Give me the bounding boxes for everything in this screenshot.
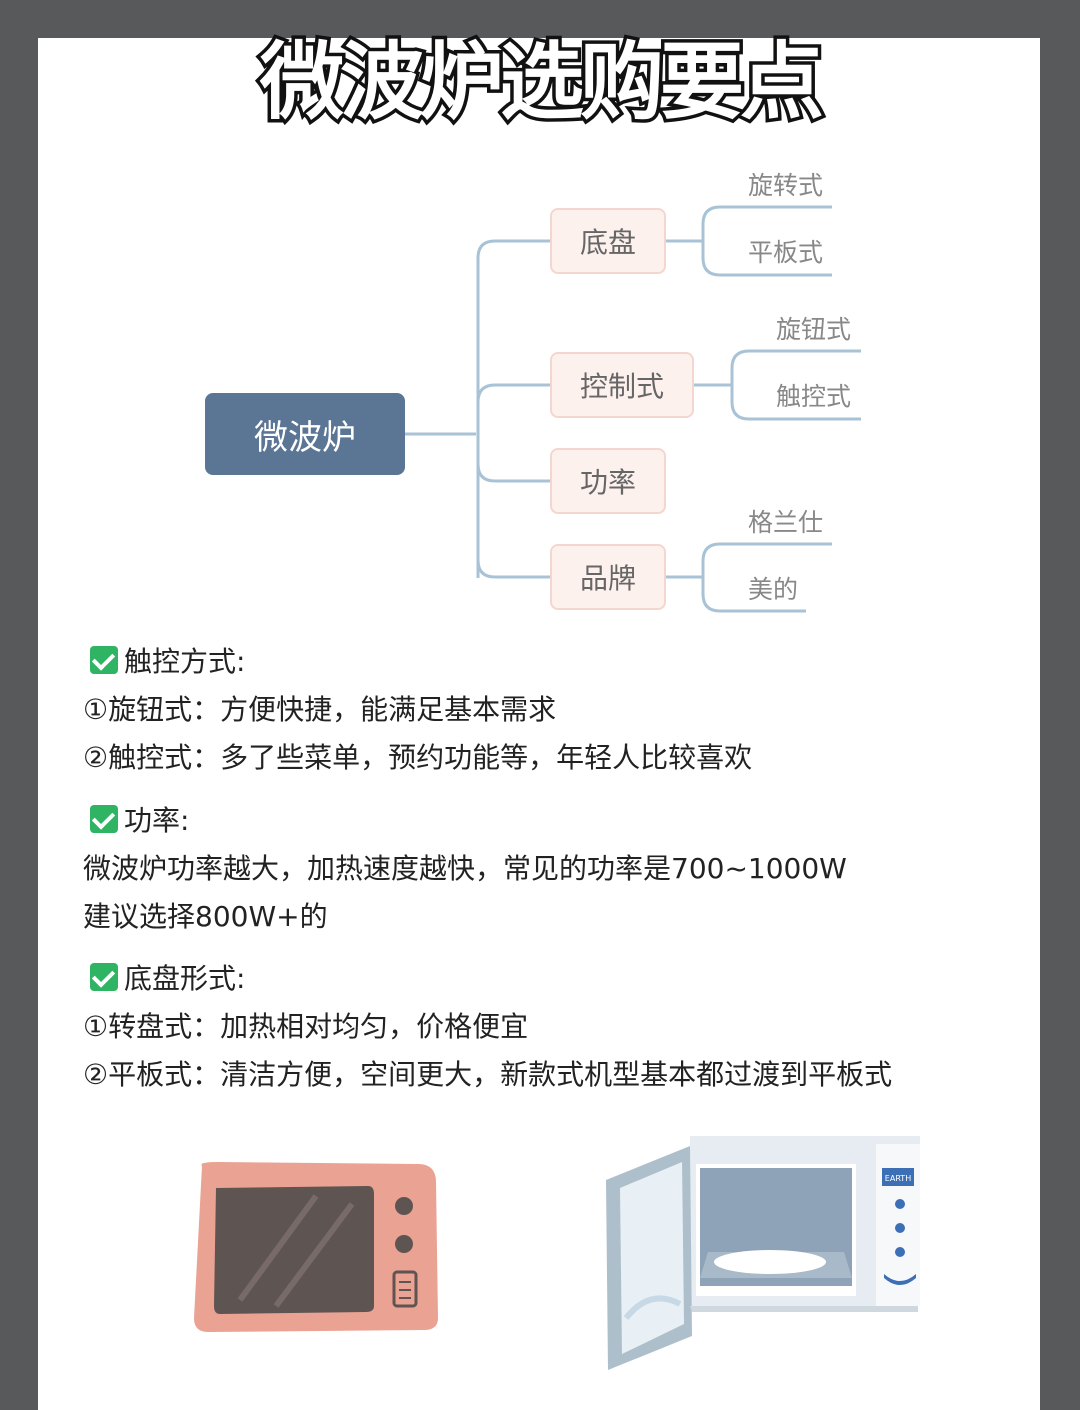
mindmap-leaf-midea: 美的 (748, 575, 799, 604)
section-heading-power: 功率: (90, 799, 189, 839)
page-title: 微波炉选购要点 (256, 33, 827, 131)
open-microwave-icon: EARTH (606, 1136, 920, 1370)
mindmap-node-chassis: 底盘 (550, 208, 666, 274)
mindmap-leaf-touch: 触控式 (776, 382, 852, 411)
checkbox-icon (90, 646, 118, 674)
mindmap-node-brand: 品牌 (550, 544, 666, 610)
pink-microwave-icon (194, 1162, 438, 1332)
mindmap-leaf-rotary: 旋转式 (748, 171, 824, 200)
mindmap-leaf-flat: 平板式 (748, 238, 824, 267)
section-line: ②触控式：多了些菜单，预约功能等，年轻人比较喜欢 (83, 741, 753, 774)
mindmap-node-control: 控制式 (550, 352, 694, 418)
section-line: ①旋钮式：方便快捷，能满足基本需求 (83, 693, 557, 726)
mindmap-root: 微波炉 (205, 393, 405, 475)
section-line: ②平板式：清洁方便，空间更大，新款式机型基本都过渡到平板式 (83, 1058, 893, 1091)
mindmap-leaf-knob: 旋钮式 (776, 315, 852, 344)
section-line: ①转盘式：加热相对均匀，价格便宜 (83, 1010, 529, 1043)
checkbox-icon (90, 963, 118, 991)
mindmap-leaf-galanz: 格兰仕 (748, 508, 824, 537)
section-heading-control: 触控方式: (90, 640, 245, 680)
checkbox-icon (90, 805, 118, 833)
section-heading-chassis: 底盘形式: (90, 957, 245, 997)
mindmap-node-power: 功率 (550, 448, 666, 514)
panel-label: EARTH (885, 1174, 911, 1183)
section-line: 微波炉功率越大，加热速度越快，常见的功率是700~1000W (83, 852, 847, 885)
section-line: 建议选择800W+的 (83, 900, 328, 933)
